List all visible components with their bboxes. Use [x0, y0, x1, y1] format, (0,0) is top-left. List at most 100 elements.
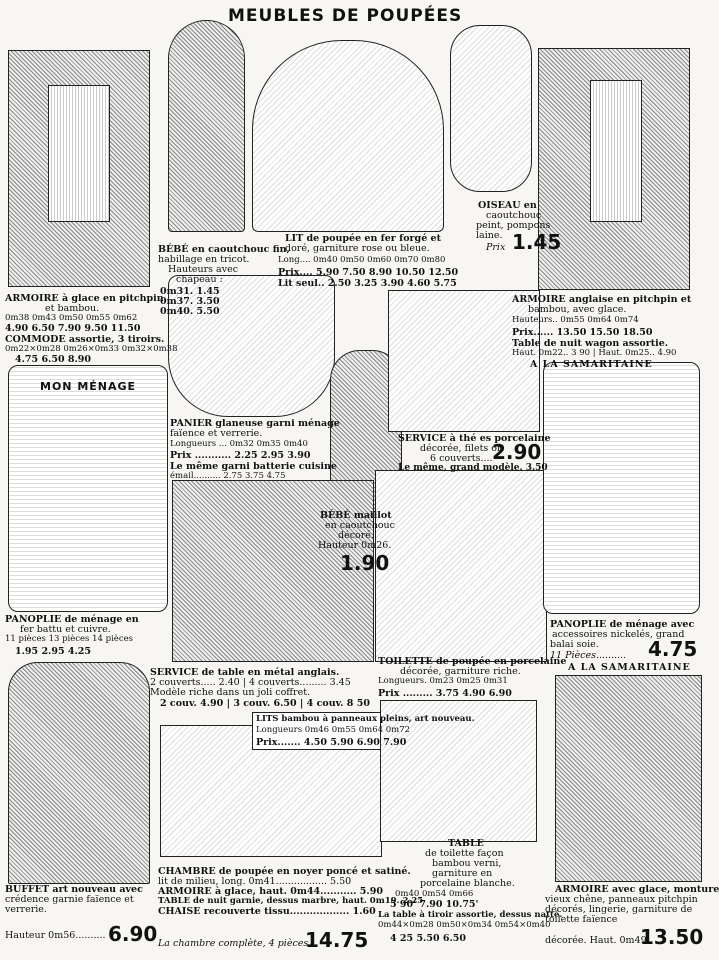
table-service-illustration	[172, 480, 374, 662]
buffet-price: 6.90	[108, 922, 158, 946]
panoplie-fer-prices: 1.95 2.95 4.25	[15, 646, 92, 657]
chambre-l4: TABLE de nuit garnie, dessus marbre, hau…	[158, 896, 424, 906]
armoire-glace-sizes: 0m38 0m43 0m50 0m55 0m62	[5, 313, 138, 323]
table-tiroir-prices: 4 25 5.50 6.50	[390, 933, 467, 944]
commode-title: COMMODE assortie, 3 tiroirs.	[5, 334, 165, 345]
chambre-title: CHAMBRE de poupée en noyer poncé et sati…	[158, 866, 411, 877]
doll-bed-illustration	[252, 40, 444, 232]
panoplie-nickel-l2: accessoires nickelés, grand	[552, 629, 685, 640]
samaritaine-1: A LA SAMARITAINE	[530, 359, 653, 370]
armoire-anglaise-h: Hauteurs.. 0m55 0m64 0m74	[512, 315, 639, 325]
samaritaine-2: A LA SAMARITAINE	[568, 662, 691, 673]
buffet-l2: crédence garnie faïence et	[5, 894, 134, 905]
table-toilette-title: TABLE	[448, 838, 484, 849]
chambre-price: 14.75	[305, 928, 369, 952]
table-nuit-title: Table de nuit wagon assortie.	[512, 338, 669, 349]
panoplie-fer-pieces: 11 pièces 13 pièces 14 pièces	[5, 634, 133, 644]
doll-illustration	[168, 20, 245, 232]
bebe-maillot-l3: décoré.	[338, 530, 374, 541]
panier-meme1: Le même garni batterie cuisine	[170, 461, 337, 472]
table-toilette-sizes: 0m40 0m54 0m66	[395, 889, 474, 899]
panier-meme2: émail.......... 2.75 3.75 4.75	[170, 471, 286, 481]
table-tiroir-title: La table à tiroir assortie, dessus natté…	[378, 910, 563, 920]
chambre-complete: La chambre complète, 4 pièces...	[158, 938, 318, 949]
armoire-monture-l5: décorée. Haut. 0m49.	[545, 935, 650, 946]
service-the-l2: décorée, filets or,	[420, 443, 504, 454]
buffet-illustration	[8, 662, 150, 884]
armoire-glace-title: ARMOIRE à glace en pitchpin	[5, 293, 164, 304]
bebe-l2: habillage en tricot.	[158, 254, 250, 265]
chambre-l5: CHAISE recouverte tissu.................…	[158, 906, 376, 917]
armoire-glace-sub: et bambou.	[45, 303, 100, 314]
basket-illustration	[168, 275, 335, 417]
panoplie-fer-l2: fer battu et cuivre.	[20, 624, 111, 635]
lit-l2: doré, garniture rose ou bleue.	[285, 243, 430, 254]
service-the-price: 2.90	[492, 440, 542, 464]
toilette-l2: décorée, garniture riche.	[400, 666, 521, 677]
armoire-monture-l4: toilette faïence	[545, 914, 618, 925]
chambre-l2: lit de milieu, long. 0m41...............…	[158, 876, 352, 887]
service-table-l3: Modèle riche dans un joli coffret.	[150, 687, 311, 698]
armoire-monture-title: ARMOIRE avec glace, monture	[555, 884, 719, 895]
lit-seul: Lit seul.. 2.50 3.25 3.90 4.60 5.75	[278, 278, 457, 289]
panier-title: PANIER glaneuse garni ménage	[170, 418, 340, 429]
buffet-l4: Hauteur 0m56..........	[5, 930, 106, 941]
bebe-maillot-l4: Hauteur 0m26.	[318, 540, 392, 551]
armoire-monture-l3: décorés, lingerie, garniture de	[545, 904, 693, 915]
service-the-l3: 6 couverts....	[430, 453, 493, 464]
oiseau-l4: laine.	[476, 230, 503, 241]
bebe-l4: chapeau :	[176, 274, 223, 285]
panier-prix: Prix ........... 2.25 2.95 3.90	[170, 450, 311, 461]
armoire-monture-l2: vieux chêne, panneaux pitchpin	[545, 894, 698, 905]
mon-menage-label: MON MÉNAGE	[40, 380, 137, 393]
bird-toy-illustration	[450, 25, 532, 192]
panier-long: Longueurs ... 0m32 0m35 0m40	[170, 439, 308, 449]
armoire-monture-illustration	[555, 675, 702, 882]
washstand-illustration	[380, 700, 537, 842]
oiseau-l3: peint, pompons	[476, 220, 551, 231]
panoplie-nickel-title: PANOPLIE de ménage avec	[550, 619, 695, 630]
table-toilette-l3: bambou verni,	[432, 858, 502, 869]
panier-l2: faïence et verrerie.	[170, 428, 263, 439]
bebe-p3: 0m40. 5.50	[160, 306, 220, 317]
commode-prices: 4.75 6.50 8.90	[15, 354, 92, 365]
oiseau-price: 1.45	[512, 230, 562, 254]
armoire-anglaise-mirror	[590, 80, 642, 222]
lit-long: Long.... 0m40 0m50 0m60 0m70 0m80	[278, 255, 446, 265]
bebe-title: BÉBÉ en caoutchouc fin,	[158, 244, 290, 255]
service-the-title: SERVICE à thé es porcelaine	[398, 433, 551, 444]
table-toilette-l2: de toilette façon	[425, 848, 504, 859]
bebe-p1: 0m31. 1.45	[160, 286, 220, 297]
oiseau-l2: caoutchouc	[486, 210, 542, 221]
panoplie-nickel-price: 4.75	[648, 637, 698, 661]
armoire-anglaise-l2: bambou, avec glace.	[528, 304, 627, 315]
bebe-maillot-price: 1.90	[340, 551, 390, 575]
lits-bambou-prix: Prix....... 4.50 5.90 6.90 7.90	[256, 737, 407, 748]
buffet-l3: verrerie.	[5, 904, 47, 915]
table-toilette-prices: 5 90' 7.90 10.75'	[390, 899, 479, 910]
panoplie-nickel-l3: balai soie.	[550, 639, 599, 650]
table-tiroir-sizes: 0m44×0m28 0m50×0m34 0m54×0m40	[378, 920, 551, 930]
toilette-title: TOILETTE de poupée en porcelaine	[378, 656, 567, 667]
lits-bambou-long: Longueurs 0m46 0m55 0m64 0m72	[256, 725, 411, 735]
commode-sizes: 0m22×0m28 0m26×0m33 0m32×0m38	[5, 344, 178, 354]
bebe-p2: 0m37. 3.50	[160, 296, 220, 307]
panoplie-nickel-pieces: 11 Pièces..........	[550, 650, 627, 661]
bebe-maillot-l2: en caoutchouc	[325, 520, 395, 531]
buffet-title: BUFFET art nouveau avec	[5, 884, 143, 895]
lit-title: LIT de poupée en fer forgé et	[285, 233, 441, 244]
toilette-set-illustration	[375, 470, 547, 662]
service-table-l2: 2 couverts..... 2.40 | 4 couverts.......…	[150, 677, 351, 688]
bebe-l3: Hauteurs avec	[168, 264, 239, 275]
table-toilette-l4: garniture en	[432, 868, 493, 879]
armoire-glace-prices: 4.90 6.50 7.90 9.50 11.50	[5, 323, 141, 334]
chambre-l3: ARMOIRE à glace, haut. 0m44........... 5…	[158, 886, 383, 897]
table-nuit-prices: Haut. 0m22.. 3 90 | Haut. 0m25.. 4.90	[512, 348, 677, 358]
tea-set-illustration	[388, 290, 540, 432]
panoplie-fer-title: PANOPLIE de ménage en	[5, 614, 139, 625]
armoire-anglaise-p: Prix...... 13.50 15.50 18.50	[512, 327, 653, 338]
oiseau-title: OISEAU en	[478, 200, 537, 211]
service-table-title: SERVICE de table en métal anglais.	[150, 667, 340, 678]
nickel-panoplie-panel	[543, 362, 700, 614]
toilette-prix: Prix ......... 3.75 4.90 6.90	[378, 688, 512, 699]
